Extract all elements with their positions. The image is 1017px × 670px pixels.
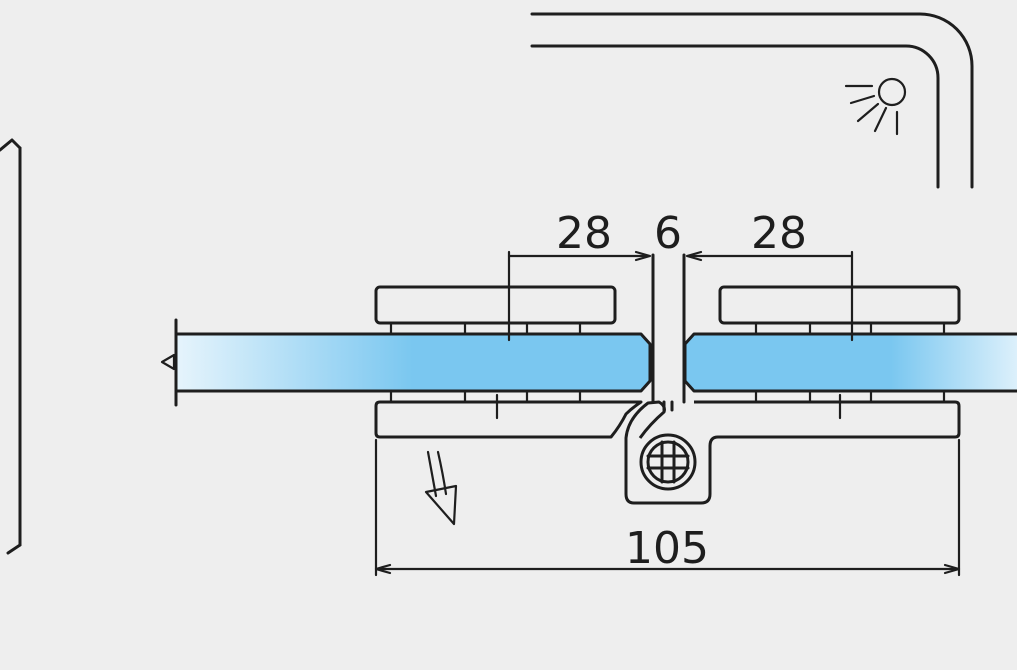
center-stem xyxy=(651,253,686,404)
dimension-label-left: 28 xyxy=(556,208,612,259)
enclosure-frame xyxy=(530,12,974,189)
bottom-dimension-line xyxy=(374,438,961,577)
dimension-label-total: 105 xyxy=(625,523,709,574)
dimension-label-gap: 6 xyxy=(654,208,682,259)
side-panel xyxy=(0,138,22,555)
glass-edge-marker xyxy=(160,318,178,407)
top-gaskets xyxy=(389,321,946,336)
top-plate-right xyxy=(718,285,961,325)
dimension-label-right: 28 xyxy=(751,208,807,259)
sun-light-icon xyxy=(844,77,907,136)
bottom-clamp-hub xyxy=(662,400,674,412)
top-plate-left xyxy=(374,285,617,325)
bottom-gaskets xyxy=(389,389,946,404)
glass-pane-right xyxy=(683,332,1017,393)
glass-pane-left xyxy=(174,332,652,393)
cross-screw-icon xyxy=(639,433,697,491)
curved-down-arrow-icon xyxy=(424,450,458,526)
top-dimension-lines xyxy=(495,250,854,420)
